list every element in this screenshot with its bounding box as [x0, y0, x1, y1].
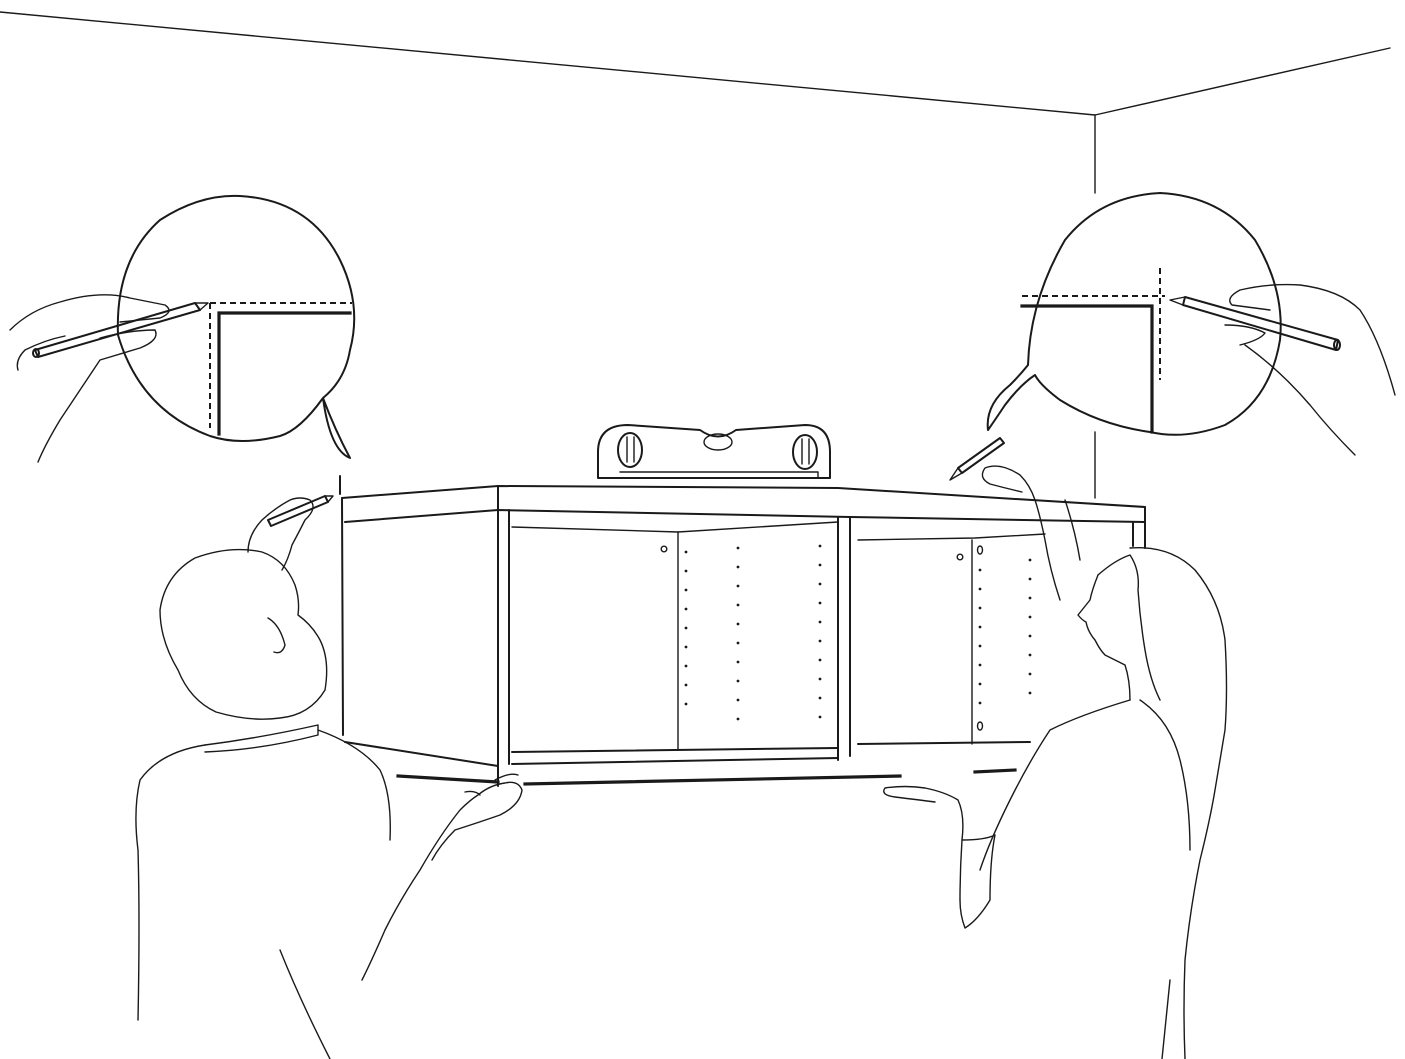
pin-hole [979, 683, 982, 686]
pin-hole [737, 547, 740, 550]
pin-hole [979, 569, 982, 572]
wall-cabinet [342, 486, 1145, 786]
pin-hole [685, 608, 688, 611]
raised-arm [982, 466, 1080, 600]
cabinet-bottom-right-shelf [858, 742, 1030, 744]
cabinet-back-top [512, 522, 838, 532]
torso [980, 700, 1190, 1059]
cabinet-left-side [342, 498, 343, 735]
pin-hole [1029, 654, 1032, 657]
lower-arm [362, 782, 522, 980]
ceiling-line-right [1095, 48, 1390, 115]
left-magnifier-callout [10, 196, 354, 462]
pin-hole [979, 702, 982, 705]
face [1078, 575, 1130, 700]
pin-hole [819, 678, 822, 681]
vial-left-mark [627, 437, 634, 462]
pin-hole [685, 684, 688, 687]
vial-right-mark [802, 439, 809, 464]
right-magnifier-callout [988, 193, 1395, 455]
pin-hole [737, 680, 740, 683]
pin-hole [1029, 635, 1032, 638]
pin-hole [737, 585, 740, 588]
pin-hole [685, 627, 688, 630]
pin-hole [685, 570, 688, 573]
pin-hole [819, 640, 822, 643]
room-corner [0, 12, 1390, 498]
pin-hole [685, 646, 688, 649]
pencil-icon [950, 438, 1004, 480]
shelf-pin-holes [685, 545, 1032, 721]
pin-hole [979, 607, 982, 610]
pin-hole [819, 716, 822, 719]
pin-hole [737, 623, 740, 626]
pin-hole [1029, 616, 1032, 619]
pin-hole [819, 583, 822, 586]
spirit-level-vial-left [618, 433, 642, 467]
hinge-hole [957, 554, 963, 560]
cabinet-top-back [342, 486, 1145, 507]
pin-hole [979, 645, 982, 648]
pin-hole [819, 697, 822, 700]
cabinet-top-front [345, 510, 1145, 522]
pin-hole [1029, 673, 1032, 676]
hinge-hole [978, 546, 983, 554]
hinge-hole [978, 722, 983, 730]
ear [268, 618, 285, 653]
pin-hole [685, 665, 688, 668]
pin-hole [1029, 578, 1032, 581]
pin-hole [737, 661, 740, 664]
pin-hole [685, 551, 688, 554]
torso [136, 730, 390, 1059]
pin-hole [737, 604, 740, 607]
cabinet-bottom-shelf-front [512, 758, 838, 764]
pin-hole [979, 588, 982, 591]
pin-hole [819, 545, 822, 548]
hinge-hole [661, 546, 667, 552]
pin-hole [737, 566, 740, 569]
cabinet-bottom-shelf [512, 748, 838, 752]
pin-hole [685, 589, 688, 592]
pencil-icon [1170, 297, 1340, 350]
right-person [884, 466, 1227, 1059]
pin-hole [979, 664, 982, 667]
pencil-icon [33, 303, 208, 357]
raised-arm [248, 498, 313, 570]
pin-hole [979, 626, 982, 629]
hand [10, 295, 169, 462]
pin-hole [819, 621, 822, 624]
cabinet-bottom-left [345, 742, 498, 766]
cabinet-right-back-top [858, 534, 1045, 540]
collar [205, 725, 318, 752]
spirit-level-vial-right [793, 435, 817, 469]
pin-hole [1029, 597, 1032, 600]
cabinet-corner [1022, 306, 1152, 432]
pin-hole [737, 642, 740, 645]
pin-hole [737, 699, 740, 702]
spirit-level [598, 425, 830, 478]
pin-hole [1029, 692, 1032, 695]
pin-hole [819, 659, 822, 662]
head [160, 550, 327, 720]
hair [1098, 548, 1227, 1059]
pencil-icon [268, 496, 333, 526]
hand [465, 774, 518, 795]
callout-bubble [988, 193, 1281, 435]
pin-hole [819, 564, 822, 567]
sleeve [960, 835, 995, 928]
callout-bubble [118, 196, 354, 458]
ceiling-line-left [0, 12, 1095, 115]
pin-hole [819, 602, 822, 605]
pin-hole [685, 703, 688, 706]
hand [1225, 285, 1395, 455]
pin-hole [1029, 559, 1032, 562]
pin-hole [737, 718, 740, 721]
lower-arm [884, 787, 963, 901]
cabinet-bottom-front-edge-3 [975, 770, 1015, 772]
cabinet-bottom-front-edge-2 [525, 776, 900, 784]
cabinet-bottom-front-edge [398, 776, 498, 782]
